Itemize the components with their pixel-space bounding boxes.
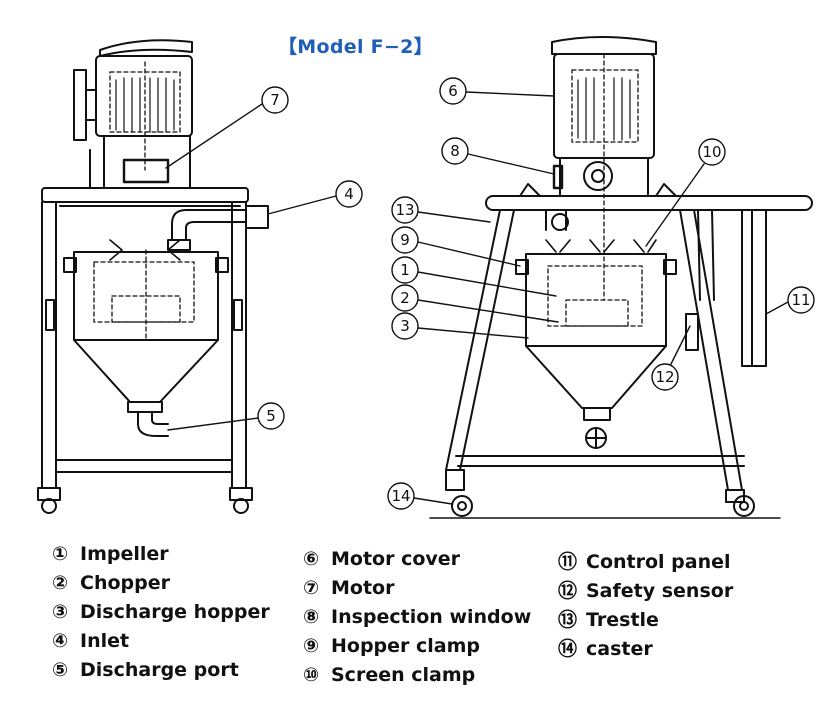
callout-6: 6 [448, 82, 458, 100]
right-hopper-body [525, 253, 667, 347]
callout-4: 4 [344, 185, 354, 203]
left-discharge-port [137, 411, 169, 437]
left-top-rail [41, 187, 249, 203]
callout-14: 14 [391, 487, 410, 505]
right-inspection-window [552, 164, 564, 190]
left-view [37, 39, 269, 514]
callout-7: 7 [270, 91, 280, 109]
callout-2: 2 [400, 289, 410, 307]
diagram-title: 【Model F−2】 [278, 36, 433, 58]
callout-8: 8 [450, 142, 460, 160]
callout-3: 3 [400, 317, 410, 335]
left-motor-cover [99, 39, 193, 57]
callout-11: 11 [791, 291, 810, 309]
left-frame [41, 201, 247, 489]
right-casters [445, 469, 755, 517]
callout-5: 5 [266, 407, 276, 425]
left-junction-box [73, 69, 87, 141]
callout-9: 9 [400, 231, 410, 249]
right-view [429, 36, 813, 519]
callouts: 7 4 5 6 8 10 13 [165, 77, 815, 510]
left-inspection-window [122, 158, 170, 184]
left-inlet-pipe [171, 209, 247, 241]
right-control-panel [741, 209, 767, 367]
callout-1: 1 [400, 261, 410, 279]
right-trestle [445, 209, 743, 491]
callout-12: 12 [655, 368, 674, 386]
right-top-rail [485, 195, 813, 211]
right-safety-sensor [685, 313, 699, 351]
callout-10: 10 [702, 143, 721, 161]
right-motor-cover [551, 36, 657, 55]
left-cone [73, 339, 219, 403]
callout-13: 13 [395, 201, 414, 219]
right-cone [525, 345, 667, 409]
left-motor-body [95, 55, 193, 137]
left-casters [37, 487, 253, 514]
